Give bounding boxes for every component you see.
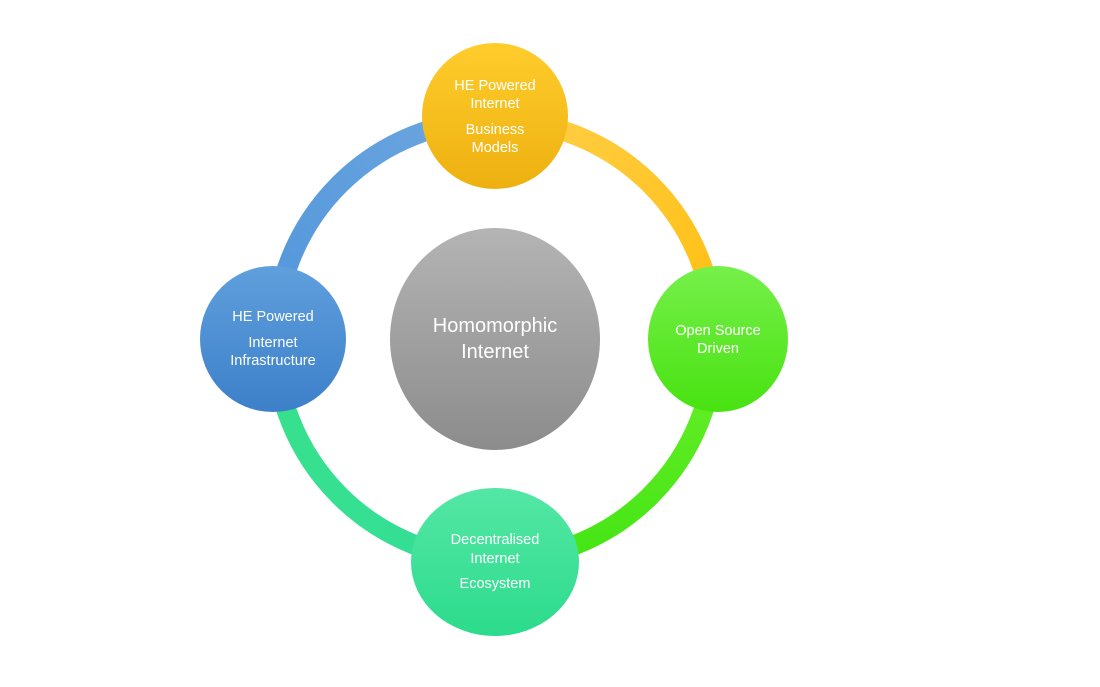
node-circle-bottom — [411, 488, 579, 636]
node-open-source: Open Source Driven — [648, 266, 788, 412]
node-internet-infrastructure: HE Powered Internet Infrastructure — [200, 266, 346, 412]
node-circle-top — [422, 43, 568, 189]
node-left-line-2: Internet — [248, 335, 297, 351]
node-top-line-3: Business — [466, 122, 525, 138]
node-left-line-1: HE Powered — [232, 309, 313, 325]
node-circle-right — [648, 266, 788, 412]
node-decentralised-ecosystem: Decentralised Internet Ecosystem — [411, 488, 579, 636]
node-business-models: HE Powered Internet Business Models — [422, 43, 568, 189]
center-circle — [390, 228, 600, 450]
node-top-line-4: Models — [472, 140, 519, 156]
node-circle-left — [200, 266, 346, 412]
node-left-line-3: Infrastructure — [230, 353, 315, 369]
node-right-line-1: Open Source — [675, 323, 760, 339]
center-label-line-1: Homomorphic — [433, 315, 557, 337]
center-node: Homomorphic Internet — [390, 228, 600, 450]
center-label-line-2: Internet — [461, 341, 529, 363]
node-bottom-line-3: Ecosystem — [460, 576, 531, 592]
node-top-line-1: HE Powered — [454, 78, 535, 94]
node-right-line-2: Driven — [697, 341, 739, 357]
node-top-line-2: Internet — [470, 96, 519, 112]
node-bottom-line-1: Decentralised — [451, 532, 540, 548]
node-bottom-line-2: Internet — [470, 551, 519, 567]
